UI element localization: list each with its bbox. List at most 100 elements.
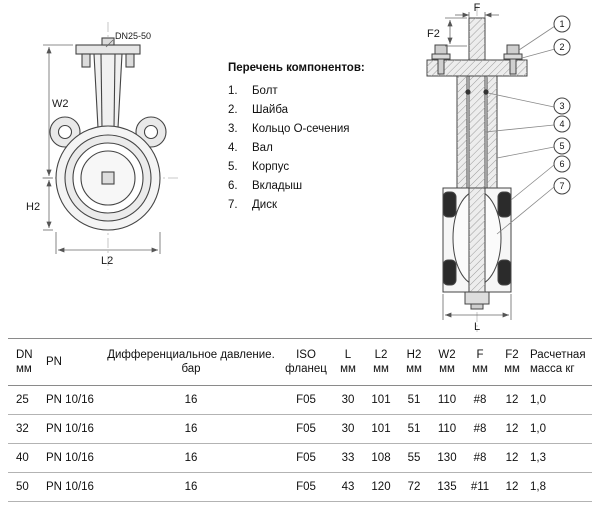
component-item: 6. Вкладыш <box>228 180 398 192</box>
callout-shaft: 4 <box>553 115 571 133</box>
cell-iso: F05 <box>296 452 316 464</box>
section-dim-l-label: L <box>474 321 480 333</box>
section-dim-f-label: F <box>474 2 481 14</box>
component-item: 3. Кольцо О-сечения <box>228 123 398 135</box>
cell-l2: 120 <box>371 481 391 493</box>
cell-f: #8 <box>473 452 487 464</box>
callout-leaders <box>484 25 556 235</box>
seat-upper-left <box>442 191 457 218</box>
component-label: Шайба <box>252 104 289 116</box>
cell-l: 43 <box>341 481 355 493</box>
callout-number: 2 <box>559 42 564 52</box>
components-title: Перечень компонентов: <box>228 62 365 74</box>
callout-number: 3 <box>559 101 564 111</box>
component-number: 2. <box>228 104 238 116</box>
cell-iso: F05 <box>296 481 316 493</box>
section-seat-disc <box>442 187 512 293</box>
cell-mass: 1,3 <box>530 452 546 464</box>
callout-number: 1 <box>559 19 564 29</box>
front-dimension-lines <box>43 39 161 254</box>
callout-bolt: 1 <box>553 15 571 33</box>
components-list: Перечень компонентов: 1. Болт 2. Шайба 3… <box>228 62 398 218</box>
table-header-row: DN мм PN Дифференциальное давление. бар … <box>8 338 592 386</box>
component-number: 3. <box>228 123 238 135</box>
cell-iso: F05 <box>296 423 316 435</box>
cell-pn: PN 10/16 <box>46 394 94 406</box>
section-dimension-lines <box>442 12 512 320</box>
component-item: 2. Шайба <box>228 104 398 116</box>
table-row: 25 PN 10/16 16 F05 30 101 51 110 #8 12 1… <box>8 386 592 415</box>
cell-w2: 110 <box>437 394 457 406</box>
component-label: Вкладыш <box>252 180 303 192</box>
washer-left <box>431 53 451 60</box>
component-item: 5. Корпус <box>228 161 398 173</box>
col-header-w2: W2 мм <box>438 349 456 375</box>
cell-pn: PN 10/16 <box>46 423 94 435</box>
cell-dn: 40 <box>16 452 29 464</box>
front-dim-l2-label: L2 <box>101 255 113 267</box>
cell-h2: 51 <box>407 423 421 435</box>
front-valve-body <box>49 37 167 231</box>
callout-body: 5 <box>553 137 571 155</box>
cell-mass: 1,0 <box>530 423 546 435</box>
o-ring-right <box>483 89 489 95</box>
section-bottom-end <box>464 291 490 310</box>
cell-w2: 135 <box>437 481 457 493</box>
front-shaft-square <box>101 171 115 185</box>
component-label: Вал <box>252 142 273 154</box>
component-number: 7. <box>228 199 238 211</box>
cell-f: #11 <box>470 481 490 493</box>
component-label: Кольцо О-сечения <box>252 123 350 135</box>
front-dim-h2-label: H2 <box>26 201 40 213</box>
cell-l2: 101 <box>371 423 391 435</box>
col-header-pn: PN <box>46 356 62 368</box>
cell-l: 30 <box>341 394 355 406</box>
cell-h2: 72 <box>407 481 421 493</box>
cell-l2: 108 <box>371 452 391 464</box>
cell-h2: 55 <box>407 452 421 464</box>
cell-w2: 110 <box>437 423 457 435</box>
component-label: Корпус <box>252 161 290 173</box>
bolt-right <box>506 44 520 55</box>
component-item: 7. Диск <box>228 199 398 211</box>
section-view-drawing: 1 2 3 4 5 6 7 <box>426 2 571 333</box>
table-row: 32 PN 10/16 16 F05 30 101 51 110 #8 12 1… <box>8 415 592 444</box>
cell-h2: 51 <box>407 394 421 406</box>
cell-w2: 130 <box>437 452 457 464</box>
component-item: 1. Болт <box>228 85 398 97</box>
component-number: 6. <box>228 180 238 192</box>
callout-liner: 6 <box>553 155 571 173</box>
cell-dn: 25 <box>16 394 29 406</box>
table-row: 50 PN 10/16 16 F05 43 120 72 135 #11 12 … <box>8 473 592 502</box>
seat-upper-right <box>497 191 512 218</box>
cell-l: 30 <box>341 423 355 435</box>
front-top-flange <box>75 44 141 55</box>
cell-pressure: 16 <box>184 452 198 464</box>
cell-f2: 12 <box>505 394 519 406</box>
cell-l: 33 <box>341 452 355 464</box>
callout-number: 6 <box>559 159 564 169</box>
component-label: Болт <box>252 85 278 97</box>
front-dn-label: DN25-50 <box>115 31 151 41</box>
table-row: 40 PN 10/16 16 F05 33 108 55 130 #8 12 1… <box>8 444 592 473</box>
col-header-f2: F2 мм <box>504 349 520 375</box>
col-header-f: F мм <box>472 349 488 375</box>
front-neck <box>93 53 123 129</box>
callout-o-ring: 3 <box>553 97 571 115</box>
col-header-l: L мм <box>340 349 356 375</box>
cell-l2: 101 <box>371 394 391 406</box>
seat-lower-left <box>442 259 457 286</box>
col-header-mass: Расчетная масса кг <box>530 349 586 375</box>
callout-number: 5 <box>559 141 564 151</box>
callouts: 1 2 3 4 5 6 7 <box>553 15 571 195</box>
component-item: 4. Вал <box>228 142 398 154</box>
cell-f2: 12 <box>505 423 519 435</box>
cell-pressure: 16 <box>184 394 198 406</box>
cell-mass: 1,0 <box>530 394 546 406</box>
col-header-iso: ISO фланец <box>285 349 327 375</box>
cell-pn: PN 10/16 <box>46 481 94 493</box>
component-number: 4. <box>228 142 238 154</box>
cell-iso: F05 <box>296 394 316 406</box>
cell-f2: 12 <box>505 481 519 493</box>
